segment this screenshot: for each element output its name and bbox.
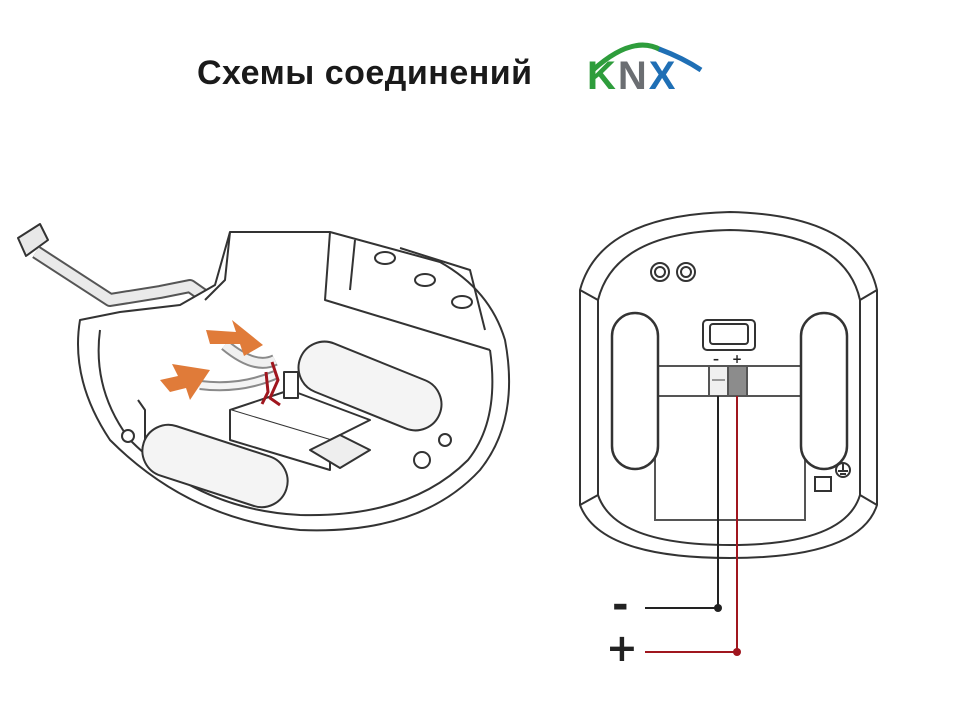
device-isometric-view (17, 223, 511, 532)
connector-wires (199, 340, 299, 407)
legend-minus-sign: - (612, 582, 629, 628)
bus-terminal (708, 365, 748, 397)
socket-square (309, 434, 371, 469)
terminal-minus-label: – (713, 352, 719, 366)
orange-arrow-icon (160, 320, 263, 400)
legend-plus-sign: + (606, 626, 638, 670)
mounting-slot-right (297, 340, 443, 432)
device-front-view (579, 210, 878, 656)
knx-logo-n: N (617, 54, 649, 98)
front-slot-right (799, 311, 849, 471)
knx-logo-k: K (587, 54, 618, 98)
knx-logo: KNX (583, 40, 713, 110)
front-slot-left (610, 311, 660, 471)
ground-screw (121, 429, 135, 443)
header: Схемы соединений KNX (0, 40, 960, 110)
wire-plus-junction (733, 648, 741, 656)
terminal-plus-label: + (732, 352, 742, 366)
knx-logo-arc (591, 42, 703, 73)
led-2 (676, 262, 696, 282)
page-title: Схемы соединений (197, 54, 533, 92)
wire-minus-junction (714, 604, 722, 612)
bus-cable (17, 223, 215, 307)
led-1 (650, 262, 670, 282)
ground-icon (814, 462, 851, 492)
programming-button (702, 319, 756, 351)
mounting-slot-left (141, 423, 289, 509)
knx-logo-x: X (648, 54, 678, 98)
